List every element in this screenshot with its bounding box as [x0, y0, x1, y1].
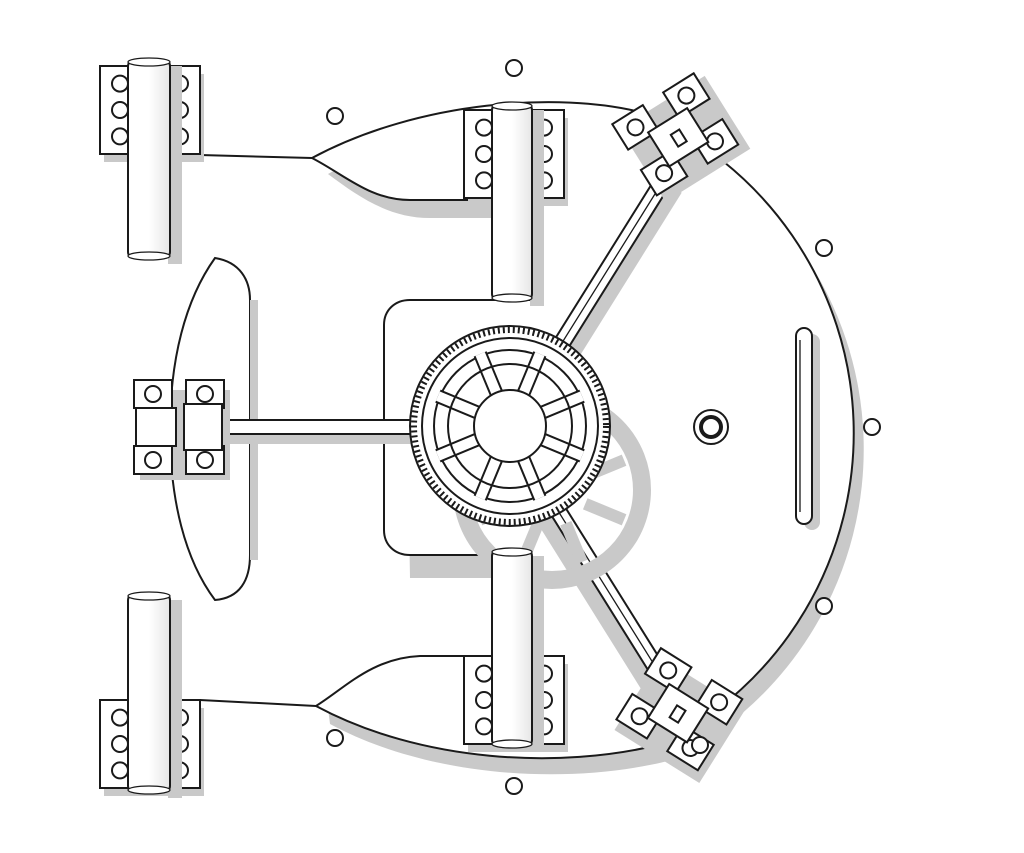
- wheel-spoke: [519, 352, 545, 395]
- bottom-inner-hinge-cylinder: [491, 547, 544, 752]
- rim-rivet: [505, 777, 523, 795]
- rim-rivet: [505, 59, 523, 77]
- bolt-hole: [111, 74, 129, 93]
- wheel-spoke: [475, 352, 501, 395]
- bolt-hole: [111, 761, 129, 780]
- door-handle-bar[interactable]: [795, 327, 813, 525]
- wheel-spoke: [436, 435, 479, 461]
- bolt-hole: [475, 118, 493, 137]
- combination-dial-icon[interactable]: [693, 409, 729, 445]
- bolt-hole: [475, 664, 493, 683]
- bolt-hole: [655, 164, 674, 183]
- wheel-spoke: [436, 391, 479, 417]
- rim-rivets: [326, 59, 881, 795]
- upper-right-bolt-block: [610, 71, 751, 202]
- bolt-hole: [710, 693, 729, 712]
- bolt-hole: [705, 132, 724, 151]
- hinge-cylinders: [127, 57, 544, 798]
- bolt-hole: [475, 717, 493, 736]
- bolt-hole: [475, 171, 493, 190]
- bolt-hole: [144, 451, 162, 469]
- wheel-spoke: [541, 435, 584, 461]
- bolt-hole: [111, 127, 129, 146]
- left-bolt-block: [133, 379, 230, 480]
- wheel-teeth: [411, 327, 609, 525]
- bolt-hole: [630, 707, 649, 726]
- bolt-hole: [475, 145, 493, 163]
- rim-rivet: [815, 597, 833, 615]
- wheel-shadow-spoke: [582, 498, 627, 526]
- bolt-hole: [677, 86, 696, 105]
- top-inner-hinge-cylinder: [491, 101, 544, 306]
- rim-rivet: [815, 239, 833, 257]
- top-arm-edge: [199, 154, 313, 159]
- bottom-arm-edge: [199, 699, 317, 707]
- lower-right-bolt-block: [614, 646, 745, 784]
- rim-rivet: [326, 107, 344, 125]
- wheel-hub: [473, 389, 547, 463]
- rim-rivet: [691, 736, 709, 754]
- bolt-hole: [196, 385, 214, 403]
- wheel-shadow-spoke: [560, 520, 588, 565]
- bolt-hole: [111, 735, 129, 753]
- bolt-hole: [144, 385, 162, 403]
- rim-rivet: [326, 729, 344, 747]
- bottom-left-hinge-cylinder: [127, 591, 182, 798]
- wheel-mid-ring: [447, 363, 573, 489]
- rim-rivet: [863, 418, 881, 436]
- wheel-spoke: [519, 457, 545, 500]
- bolt-hole: [626, 118, 645, 137]
- wheel-spoke: [541, 391, 584, 417]
- spin-wheel[interactable]: [409, 325, 611, 527]
- wheel-spoke: [475, 457, 501, 500]
- left-bolt-arm: [211, 419, 413, 435]
- bolt-hole: [111, 101, 129, 119]
- bolt-hole: [475, 691, 493, 709]
- top-left-hinge-cylinder: [127, 57, 182, 264]
- bolt-hole: [196, 451, 214, 469]
- wheel-spokes: [435, 351, 585, 501]
- bolt-hole: [111, 708, 129, 727]
- bolt-hole: [659, 661, 678, 680]
